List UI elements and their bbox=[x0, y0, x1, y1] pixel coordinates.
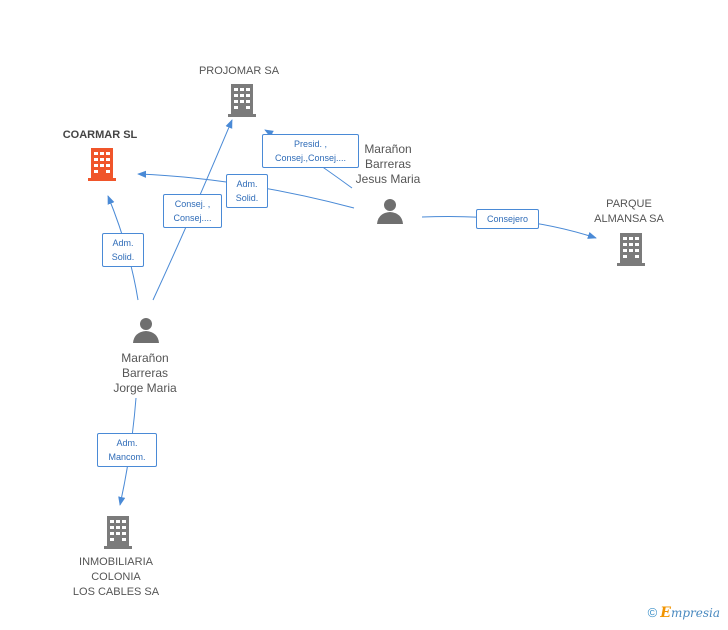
brand-footer[interactable]: ©Empresia bbox=[648, 605, 720, 621]
company-label-projomar[interactable]: PROJOMAR SA bbox=[198, 65, 280, 77]
company-label-inmobiliaria[interactable]: INMOBILIARIA COLONIA LOS CABLES SA bbox=[72, 556, 160, 598]
person-label-jorge[interactable]: Marañon Barreras Jorge Maria bbox=[113, 351, 177, 395]
edge-label-jorge-projomar: Consej. , Consej.... bbox=[163, 194, 222, 228]
brand-logo-text: mpresia bbox=[670, 606, 720, 620]
building-icon[interactable] bbox=[88, 148, 116, 181]
person-icon[interactable] bbox=[377, 199, 403, 224]
edge-label-jesus-projomar: Presid. , Consej.,Consej.... bbox=[262, 134, 359, 168]
edge-label-jorge-coarmar: Adm. Solid. bbox=[102, 233, 144, 267]
person-label-jesus[interactable]: Marañon Barreras Jesus Maria bbox=[355, 142, 421, 186]
company-label-parque[interactable]: PARQUE ALMANSA SA bbox=[594, 198, 664, 225]
brand-logo-e: E bbox=[660, 605, 671, 621]
company-label-coarmar[interactable]: COARMAR SL bbox=[62, 129, 138, 141]
building-icon[interactable] bbox=[104, 516, 132, 549]
copyright-icon: © bbox=[647, 605, 658, 620]
edge-label-jorge-inmobiliaria: Adm. Mancom. bbox=[97, 433, 157, 467]
building-icon[interactable] bbox=[228, 84, 256, 118]
edge-label-jesus-coarmar: Adm. Solid. bbox=[226, 174, 268, 208]
edge-label-jesus-parque: Consejero bbox=[476, 209, 539, 229]
person-icon[interactable] bbox=[133, 318, 159, 343]
building-icon[interactable] bbox=[617, 233, 645, 266]
